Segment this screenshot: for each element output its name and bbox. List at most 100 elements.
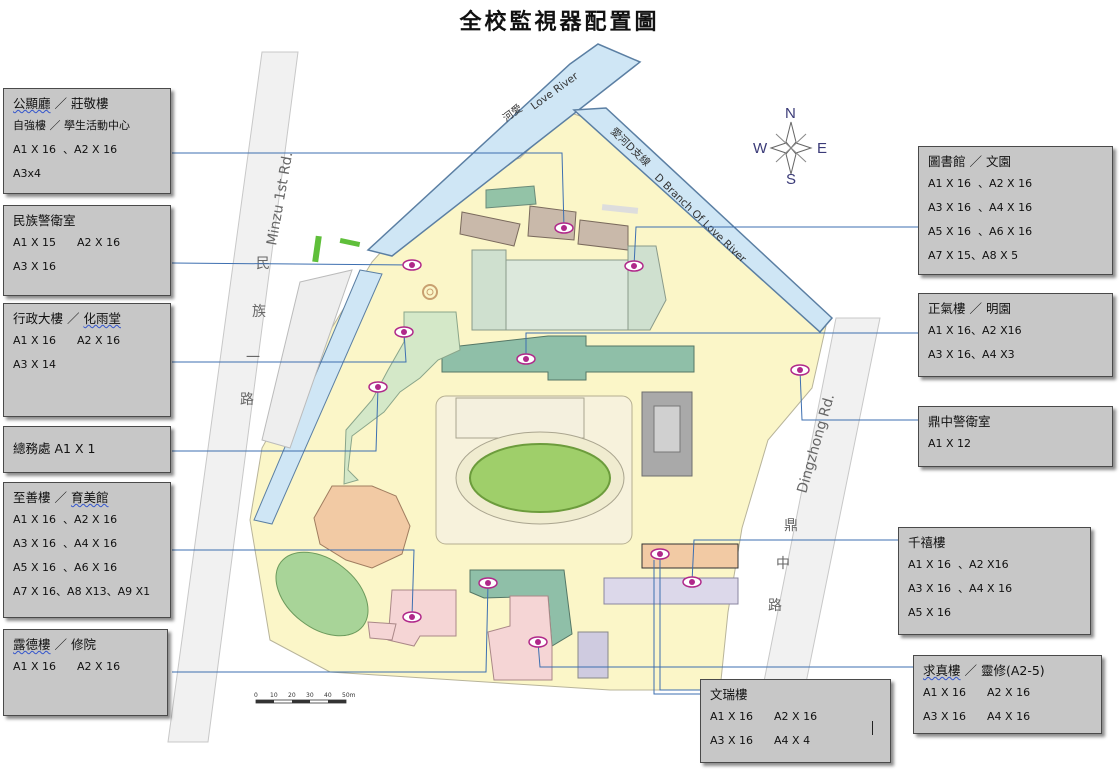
scale-tick-0: 0 [254, 692, 258, 699]
callout-title-part: 民族警衛室 [13, 213, 76, 228]
callout-line: A1 X 16、A2 X16 [928, 324, 1022, 337]
callout-line: A1 X 16 A2 X 16 [13, 334, 121, 347]
zhengqi-building [441, 335, 695, 381]
callout-title-part: 育美館 [70, 490, 109, 505]
callout-dingzhong-guard: 鼎中警衛室 A1 X 12 [918, 406, 1113, 467]
lawn-ellipse [275, 551, 369, 637]
minzu-road-zh-3: 一 [246, 350, 260, 366]
fountain-core [426, 288, 434, 296]
callout-title: 總務處 A1 X 1 [13, 441, 161, 457]
callout-title: 千禧樓 [908, 535, 1081, 551]
callout-line: A3 X 16、A4 X3 [928, 348, 1015, 361]
dingzhong-road-zh-1: 鼎 [784, 518, 798, 534]
callout-line: A3 X 16 、A4 X 16 [908, 582, 1013, 595]
camera-icon [554, 222, 574, 234]
scale-tick-10: 10 [270, 692, 278, 699]
callout-title-part: 露德樓 [13, 637, 51, 652]
callout-line: A5 X 16 、A6 X 16 [928, 225, 1033, 238]
track-field [469, 443, 611, 513]
north-block-1 [459, 211, 521, 247]
gray-bar [601, 204, 639, 214]
page-title: 全校監視器配置圖 [459, 10, 660, 35]
callout-title-part: 行政大樓 ／ [13, 311, 84, 326]
west-strip [261, 269, 353, 449]
callout-title-part: 求真樓 [923, 663, 961, 678]
callout-qianxi: 千禧樓 A1 X 16 、A2 X16 A3 X 16 、A4 X 16 A5 X 1… [898, 527, 1091, 635]
callout-line: A7 X 16、A8 X13、A9 X1 [13, 585, 151, 598]
green-marker-2 [339, 237, 361, 248]
callout-title-part: 圖書館 ／ 文園 [928, 154, 1011, 169]
callout-title: 鼎中警衛室 [928, 414, 1103, 430]
north-block-green [485, 185, 537, 209]
compass-w: W [753, 140, 768, 157]
callout-line: 自強樓 ／ 學生活動中心 [13, 119, 130, 132]
callout-line: A3x4 [13, 167, 42, 180]
callout-line: A1 X 16 A2 X 16 [923, 686, 1031, 699]
callout-line: A5 X 16 [908, 606, 952, 619]
callout-title: 民族警衛室 [13, 213, 161, 229]
callout-line: A1 X 16 、A2 X16 [908, 558, 1009, 571]
library-building [471, 249, 507, 331]
callout-line: A3 X 16 、A4 X 16 [13, 537, 118, 550]
callout-line: A3 X 16 [13, 260, 57, 273]
stadium-stand [455, 397, 585, 439]
callout-line: A1 X 16 、A2 X 16 [13, 143, 118, 156]
callout-title: 行政大樓 ／ 化雨堂 [13, 311, 161, 327]
compass-n: N [785, 105, 796, 122]
callout-admin: 行政大樓 ／ 化雨堂 A1 X 16 A2 X 16 A3 X 14 [3, 303, 171, 417]
camera-icon [368, 381, 388, 393]
camera-icon [528, 636, 548, 648]
callout-gongxun: 公顯廳 ／ 莊敬樓自強樓 ／ 學生活動中心 A1 X 16 、A2 X 16 A3x… [3, 88, 171, 194]
callout-wenrui: 文瑞樓 A1 X 16 A2 X 16 A3 X 16 A4 X 4 [700, 679, 891, 763]
minzu-road [167, 51, 299, 743]
qianxi-building [603, 577, 739, 605]
camera-icon [394, 326, 414, 338]
camera-icon [650, 548, 670, 560]
compass-s: S [786, 171, 796, 188]
callout-title-part: 正氣樓 ／ 明園 [928, 301, 1011, 316]
scale-tick-50: 50m [342, 692, 356, 699]
east-gray-court [653, 405, 681, 453]
fountain [422, 284, 438, 300]
dingzhong-road-zh-2: 中 [776, 556, 790, 572]
scale-bar: 0 10 20 30 40 50m [254, 692, 356, 704]
callout-title: 公顯廳 ／ 莊敬樓 [13, 96, 161, 112]
callout-line: A3 X 16 、A4 X 16 [928, 201, 1033, 214]
minzu-road-zh-2: 族 [252, 304, 266, 320]
callout-line: A7 X 15、A8 X 5 [928, 249, 1019, 262]
camera-icon [516, 353, 536, 365]
callout-line: A5 X 16 、A6 X 16 [13, 561, 118, 574]
camera-icon [624, 260, 644, 272]
love-river [366, 43, 642, 257]
callout-title-part: 鼎中警衛室 [928, 414, 991, 429]
callout-title: 文瑞樓 [710, 687, 881, 703]
camera-icon [402, 259, 422, 271]
d-branch-river [572, 107, 834, 334]
callout-title: 露德樓 ／ 修院 [13, 637, 158, 653]
scale-tick-20: 20 [288, 692, 296, 699]
callout-line: A3 X 14 [13, 358, 57, 371]
callout-line: A1 X 16 A2 X 16 [13, 660, 121, 673]
callout-line: A3 X 16 A4 X 16 [923, 710, 1031, 723]
callout-title: 正氣樓 ／ 明園 [928, 301, 1103, 317]
callout-title-part: 至善樓 ／ [13, 490, 71, 505]
callout-lines [171, 152, 918, 695]
callout-title-part: 公顯廳 [13, 96, 51, 111]
zhishan-building [313, 485, 411, 569]
library-main [505, 259, 629, 331]
small-gray-building [577, 631, 609, 679]
compass-icon: N S W E [753, 105, 827, 188]
xiuyuan-building [367, 621, 397, 641]
callout-zhengqi: 正氣樓 ／ 明園 A1 X 16、A2 X16 A3 X 16、A4 X3 [918, 293, 1113, 377]
text-cursor [872, 721, 873, 735]
callout-title: 求真樓 ／ 靈修(A2-5) [923, 663, 1092, 679]
callout-line: A1 X 12 [928, 437, 972, 450]
callout-line: A3 X 16 A4 X 4 [710, 734, 811, 747]
camera-icon [682, 576, 702, 588]
scale-tick-40: 40 [324, 692, 332, 699]
callout-line: A1 X 16 A2 X 16 [710, 710, 818, 723]
